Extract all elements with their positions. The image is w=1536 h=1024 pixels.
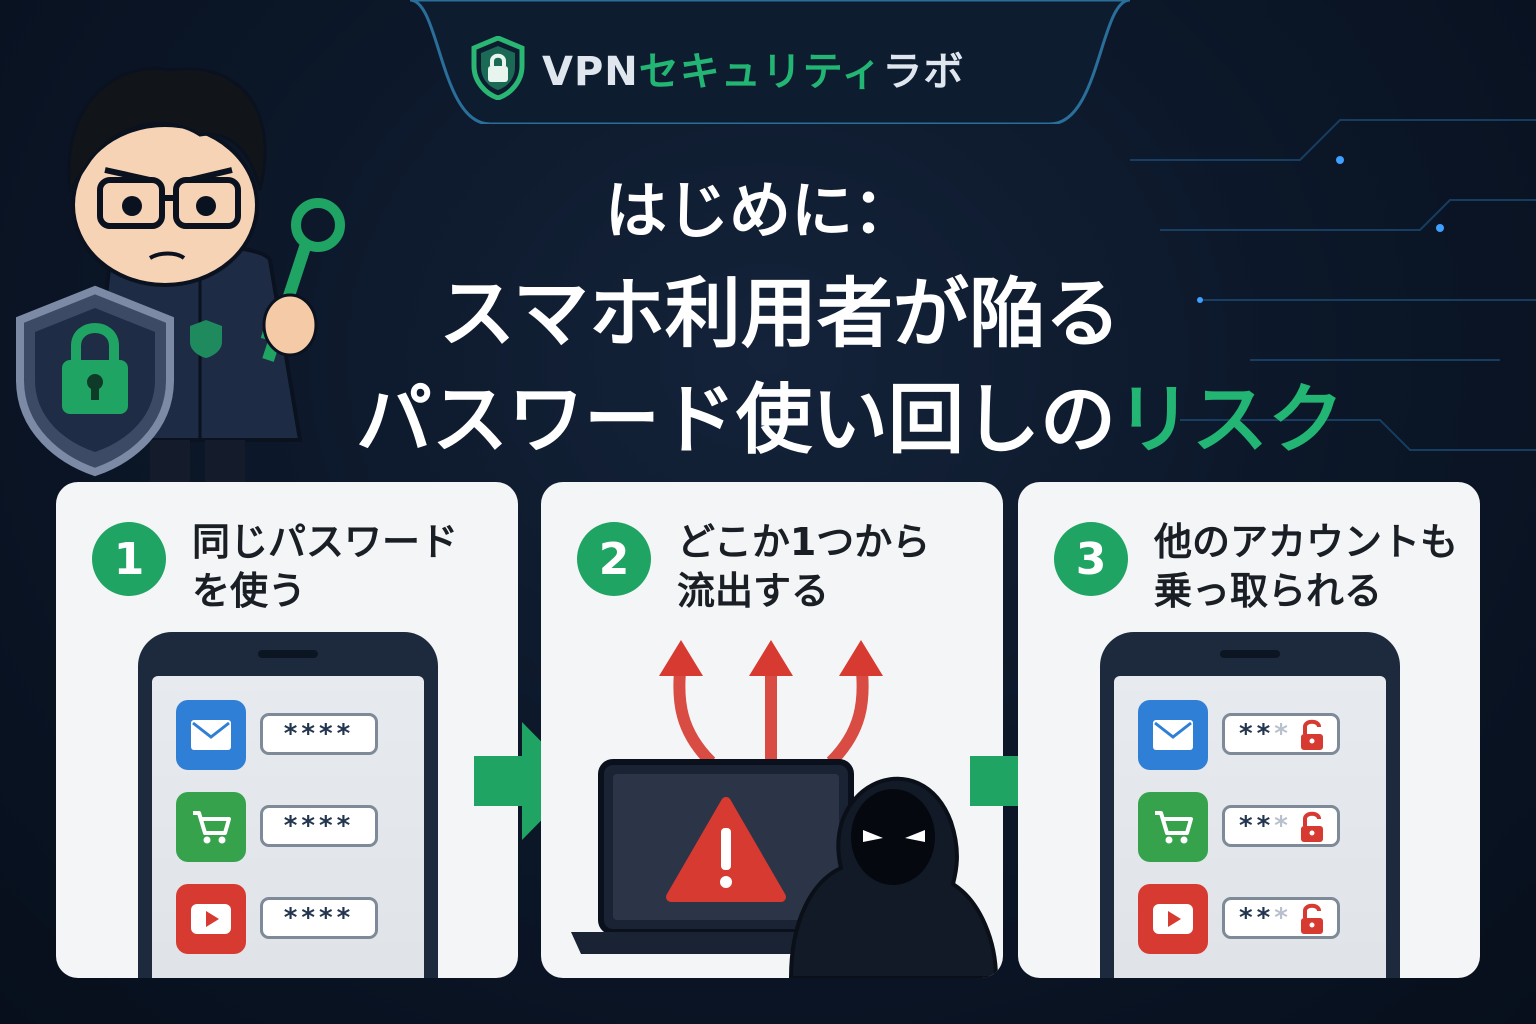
account-row: ****	[176, 792, 416, 862]
title-line-sub: パスワード使い回しのリスク	[260, 358, 1440, 468]
step-description: 他のアカウントも 乗っ取られる	[1154, 518, 1474, 617]
password-field: ****	[260, 713, 378, 755]
unlocked-padlock-icon	[1301, 811, 1323, 842]
security-mascot-character	[16, 67, 345, 500]
phone-screen: **** **** ****	[152, 676, 424, 978]
hooded-hacker-icon	[788, 776, 999, 978]
video-play-icon	[1138, 884, 1208, 954]
password-field-compromised: ***	[1222, 897, 1340, 939]
password-visible: **	[1239, 719, 1275, 749]
title-line-intro: はじめに：	[604, 174, 915, 247]
password-field-compromised: ***	[1222, 713, 1340, 755]
step-description-line1: どこか1つから	[677, 520, 931, 564]
mail-icon	[1138, 700, 1208, 770]
unlocked-padlock-icon	[1301, 719, 1323, 750]
unlocked-padlock-icon	[1301, 903, 1323, 934]
step-number-badge: 2	[577, 522, 651, 596]
step-description-line1: 同じパスワード	[192, 520, 459, 564]
account-row: ***	[1138, 884, 1378, 954]
account-row: ****	[176, 700, 416, 770]
title-highlight: リスク	[1116, 375, 1344, 464]
brand-logo: VPNセキュリティラボ	[470, 36, 964, 100]
mail-icon	[176, 700, 246, 770]
step-panel-1: 1 同じパスワード を使う **** **** ***	[56, 482, 518, 978]
password-visible: **	[1239, 811, 1275, 841]
brand-name: VPNセキュリティラボ	[542, 39, 964, 97]
flow-arrow-right-icon	[474, 722, 580, 840]
step-number-badge: 3	[1054, 522, 1128, 596]
step-description-line2: 乗っ取られる	[1154, 569, 1383, 614]
cart-icon	[176, 792, 246, 862]
step-description-line1: 他のアカウントも	[1154, 520, 1459, 564]
phone-speaker	[258, 650, 318, 658]
step-panel-3: 3 他のアカウントも 乗っ取られる *** ***	[1018, 482, 1480, 978]
account-row: ***	[1138, 792, 1378, 862]
leak-illustration	[571, 640, 999, 978]
video-play-icon	[176, 884, 246, 954]
shield-lock-icon	[16, 285, 174, 477]
password-faded: *	[1274, 903, 1292, 933]
password-visible: **	[1239, 903, 1275, 933]
smartphone: *** *** ***	[1100, 632, 1400, 978]
smartphone: **** **** ****	[138, 632, 438, 978]
step-description: どこか1つから 流出する	[677, 518, 997, 617]
step-description: 同じパスワード を使う	[192, 518, 512, 617]
password-field: ****	[260, 805, 378, 847]
brand-name-vpn: VPN	[542, 49, 639, 95]
password-faded: *	[1274, 719, 1292, 749]
password-field: ****	[260, 897, 378, 939]
warning-icon	[666, 797, 786, 902]
step-description-line2: 流出する	[677, 569, 830, 614]
password-faded: *	[1274, 811, 1292, 841]
step-description-line2: を使う	[192, 569, 307, 614]
phone-speaker	[1220, 650, 1280, 658]
step-panel-2: 2 どこか1つから 流出する	[541, 482, 1003, 978]
title-line-sub-main: パスワード使い回しの	[356, 375, 1116, 464]
header-tab	[410, 0, 1130, 124]
account-row: ***	[1138, 700, 1378, 770]
step-number-badge: 1	[92, 522, 166, 596]
password-field-compromised: ***	[1222, 805, 1340, 847]
brand-name-security: セキュリティ	[638, 49, 883, 95]
leak-arrows-icon	[673, 661, 869, 772]
phone-screen: *** *** ***	[1114, 676, 1386, 978]
account-row: ****	[176, 884, 416, 954]
cart-icon	[1138, 792, 1208, 862]
brand-name-lab: ラボ	[882, 49, 965, 95]
title-line-main: スマホ利用者が陥る	[439, 269, 1121, 358]
shield-lock-icon	[471, 36, 525, 100]
